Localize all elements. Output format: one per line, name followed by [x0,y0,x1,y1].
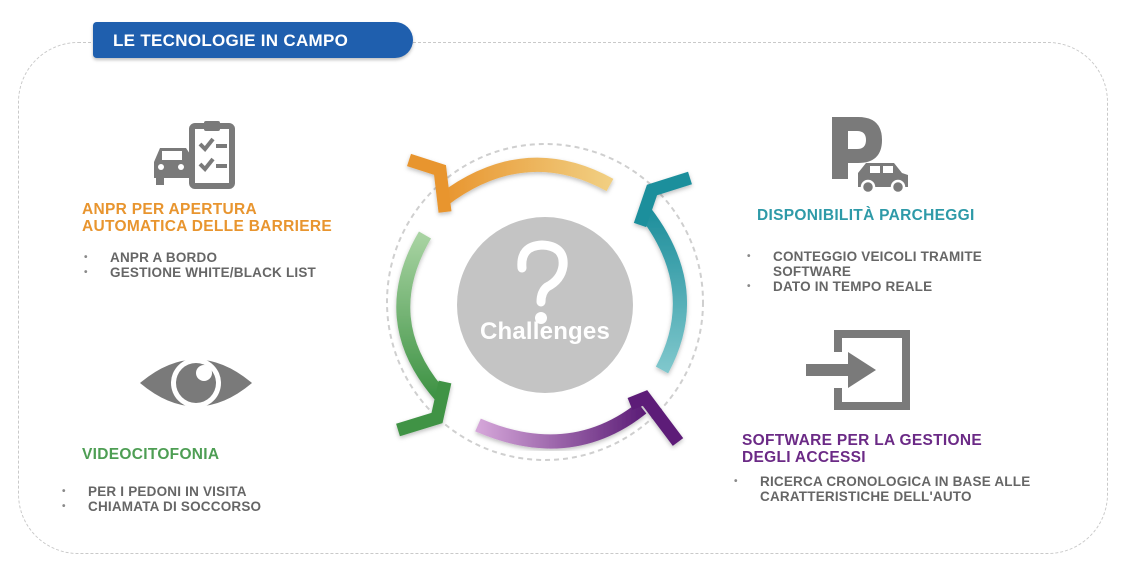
bullet-item: ANPR A BORDO [82,250,332,265]
section-anpr-bullets: ANPR A BORDO GESTIONE WHITE/BLACK LIST [82,250,332,280]
title-line: ANPR PER APERTURA [82,201,258,218]
green-arc-arrow [396,231,452,437]
parking-car-icon [832,117,908,195]
title-line: DISPONIBILITÀ PARCHEGGI [757,207,975,224]
title-line: DEGLI ACCESSI [742,449,866,466]
section-parking: DISPONIBILITÀ PARCHEGGI [757,207,975,224]
bullet-item: PER I PEDONI IN VISITA [60,484,261,499]
car-checklist-icon [154,121,235,189]
section-video: VIDEOCITOFONIA [82,446,219,463]
section-video-title: VIDEOCITOFONIA [82,446,219,463]
title-line: SOFTWARE PER LA GESTIONE [742,432,983,449]
section-access: SOFTWARE PER LA GESTIONE DEGLI ACCESSI [742,432,982,466]
bullet-item: CARATTERISTICHE DELL'AUTO [760,489,972,504]
teal-arc-arrow [633,171,692,374]
bullet-item: DATO IN TEMPO REALE [745,279,982,294]
section-video-bullets: PER I PEDONI IN VISITA CHIAMATA DI SOCCO… [60,484,261,514]
section-anpr: ANPR PER APERTURA AUTOMATICA DELLE BARRI… [82,201,332,280]
section-access-title: SOFTWARE PER LA GESTIONE DEGLI ACCESSI [742,432,982,466]
section-anpr-title: ANPR PER APERTURA AUTOMATICA DELLE BARRI… [82,201,332,235]
bullet-item: CONTEGGIO VEICOLI TRAMITE [745,249,982,264]
header-tab: LE TECNOLOGIE IN CAMPO [93,22,413,58]
section-parking-title: DISPONIBILITÀ PARCHEGGI [757,207,975,224]
challenges-label: Challenges [479,318,611,345]
section-access-bullets: RICERCA CRONOLOGICA IN BASE ALLE CARATTE… [732,474,1030,504]
bullet-item: SOFTWARE [773,264,852,279]
orange-arc-arrow [407,153,614,213]
section-parking-bullets: CONTEGGIO VEICOLI TRAMITE SOFTWARE DATO … [745,249,982,294]
eye-icon [140,358,252,408]
title-line: VIDEOCITOFONIA [82,446,220,463]
bullet-item: CHIAMATA DI SOCCORSO [60,499,261,514]
dashed-orbit [386,143,704,461]
login-arrow-icon [806,330,910,410]
header-title: LE TECNOLOGIE IN CAMPO [113,31,349,50]
title-line: AUTOMATICA DELLE BARRIERE [82,218,333,235]
bullet-item: RICERCA CRONOLOGICA IN BASE ALLE [732,474,1030,489]
question-mark-icon [517,240,568,324]
content-frame [18,42,1108,554]
purple-arc-arrow [475,390,684,449]
challenges-circle [457,217,633,393]
bullet-item: GESTIONE WHITE/BLACK LIST [82,265,332,280]
